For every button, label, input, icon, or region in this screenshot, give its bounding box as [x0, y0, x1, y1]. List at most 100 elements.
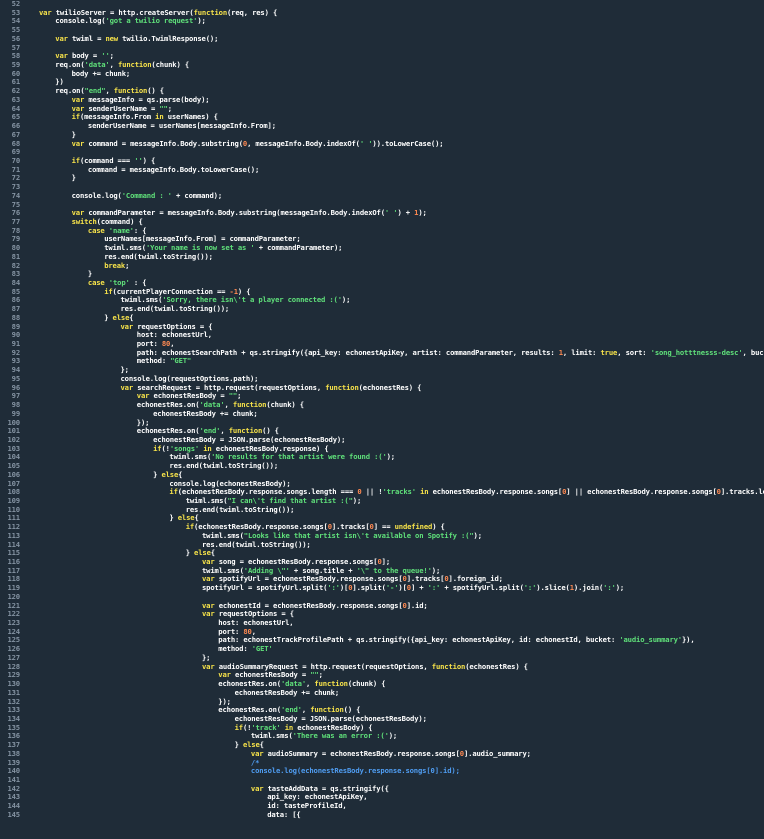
code-line[interactable]: 141: [0, 775, 764, 785]
line-text: req.on("end", function() {: [55, 86, 164, 96]
code-line[interactable]: 100});: [0, 418, 764, 428]
code-line[interactable]: 72}: [0, 174, 764, 183]
code-line[interactable]: 83}: [0, 269, 764, 279]
keyword-token: var: [71, 94, 85, 104]
code-line[interactable]: 57: [0, 43, 764, 53]
code-line[interactable]: 67}: [0, 130, 764, 140]
code-line[interactable]: 52: [0, 0, 764, 9]
code-token: );: [431, 565, 441, 575]
code-line[interactable]: 106} else{: [0, 470, 764, 480]
code-line[interactable]: 132});: [0, 697, 764, 707]
code-line[interactable]: 120: [0, 592, 764, 602]
code-line[interactable]: 73: [0, 182, 764, 192]
code-line[interactable]: 139/*: [0, 758, 764, 768]
code-line[interactable]: 55: [0, 25, 764, 35]
code-line[interactable]: 88} else{: [0, 313, 764, 323]
code-line[interactable]: 61}): [0, 78, 764, 87]
line-text: var echonestId = echonestResBody.respons…: [202, 601, 428, 611]
code-line[interactable]: 127};: [0, 653, 764, 663]
code-line[interactable]: 69: [0, 147, 764, 157]
code-line[interactable]: 115} else{: [0, 548, 764, 558]
code-line[interactable]: 111} else{: [0, 514, 764, 523]
code-line[interactable]: 75: [0, 200, 764, 210]
code-line[interactable]: 94};: [0, 365, 764, 375]
code-line[interactable]: 137} else{: [0, 740, 764, 750]
